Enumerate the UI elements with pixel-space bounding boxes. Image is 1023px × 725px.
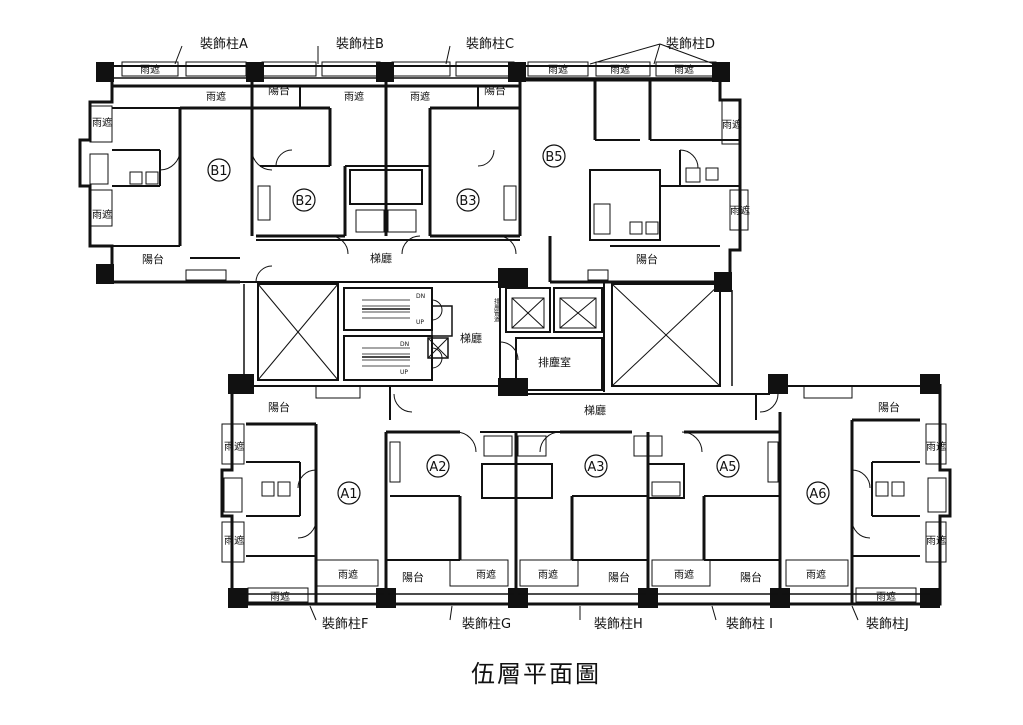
balcony-label: 陽台 — [142, 252, 164, 266]
bottom-wing-walls — [220, 384, 952, 606]
balcony-label: 陽台 — [402, 570, 424, 584]
canopy-label: 雨遮 — [674, 63, 694, 76]
column-callout-c: 裝飾柱C — [466, 37, 514, 52]
fixtures — [89, 153, 947, 513]
column-callout-g: 裝飾柱G — [462, 617, 511, 632]
canopy-label: 雨遮 — [538, 568, 558, 581]
balcony-label: 陽台 — [484, 83, 506, 97]
canopy-label: 雨遮 — [344, 90, 364, 103]
stair-down-label: DN — [416, 293, 425, 300]
elevator-hall-label: 梯廳 — [584, 403, 606, 417]
elevator-hall-label: 梯廳 — [460, 331, 482, 345]
column-callout-h: 裝飾柱H — [594, 617, 643, 632]
core-area — [243, 282, 733, 392]
balcony-label: 陽台 — [636, 252, 658, 266]
balcony-label: 陽台 — [878, 400, 900, 414]
unit-label-b1: B1 — [210, 164, 227, 179]
exhaust-room-label: 排塵室 — [538, 355, 571, 369]
unit-label-b5: B5 — [545, 150, 562, 165]
stair-up-label: UP — [400, 369, 408, 376]
canopy-label: 雨遮 — [722, 118, 742, 131]
unit-label-b2: B2 — [295, 194, 312, 209]
stair-up-label: UP — [416, 319, 424, 326]
canopy-label: 雨遮 — [926, 534, 946, 547]
unit-label-a5: A5 — [719, 460, 736, 475]
canopy-label: 雨遮 — [224, 440, 244, 453]
balcony-label: 陽台 — [740, 570, 762, 584]
column-callout-a: 裝飾柱A — [200, 37, 248, 52]
canopy-label: 雨遮 — [206, 90, 226, 103]
canopy-label: 雨遮 — [674, 568, 694, 581]
column-callout-d: 裝飾柱D — [666, 37, 715, 52]
stair-down-label: DN — [400, 341, 409, 348]
balcony-label: 陽台 — [268, 83, 290, 97]
canopy-label: 雨遮 — [410, 90, 430, 103]
canopy-label: 雨遮 — [876, 590, 896, 603]
canopy-label: 雨遮 — [270, 590, 290, 603]
canopy-label: 雨遮 — [730, 204, 750, 217]
canopy-label: 雨遮 — [610, 63, 630, 76]
canopy-label: 雨遮 — [926, 440, 946, 453]
unit-label-a3: A3 — [587, 460, 604, 475]
column-callout-b: 裝飾柱B — [336, 37, 384, 52]
canopy-label: 雨遮 — [140, 63, 160, 76]
unit-label-b3: B3 — [459, 194, 476, 209]
column-callout-j: 裝飾柱J — [866, 617, 909, 632]
elevator-hall-label: 梯廳 — [370, 251, 392, 265]
unit-label-a1: A1 — [340, 487, 357, 502]
unit-label-a2: A2 — [429, 460, 446, 475]
balcony-label: 陽台 — [268, 400, 290, 414]
canopy-label: 雨遮 — [806, 568, 826, 581]
callout-leaders — [174, 43, 859, 621]
structural-columns — [96, 62, 940, 608]
column-callout-i: 裝飾柱 I — [726, 617, 773, 632]
unit-label-a6: A6 — [809, 487, 826, 502]
balcony-label: 陽台 — [608, 570, 630, 584]
canopy-label: 雨遮 — [548, 63, 568, 76]
column-callout-f: 裝飾柱F — [322, 617, 368, 632]
shaft-label: 排風管道 — [493, 297, 500, 323]
unit-markers — [207, 144, 830, 505]
canopy-label: 雨遮 — [476, 568, 496, 581]
door-swings — [159, 149, 871, 539]
canopy-label: 雨遮 — [338, 568, 358, 581]
bottom-canopy-strips — [221, 423, 947, 603]
canopy-label: 雨遮 — [92, 208, 112, 221]
canopy-label: 雨遮 — [224, 534, 244, 547]
canopy-label: 雨遮 — [92, 116, 112, 129]
drawing-title: 伍層平面圖 — [471, 660, 601, 688]
